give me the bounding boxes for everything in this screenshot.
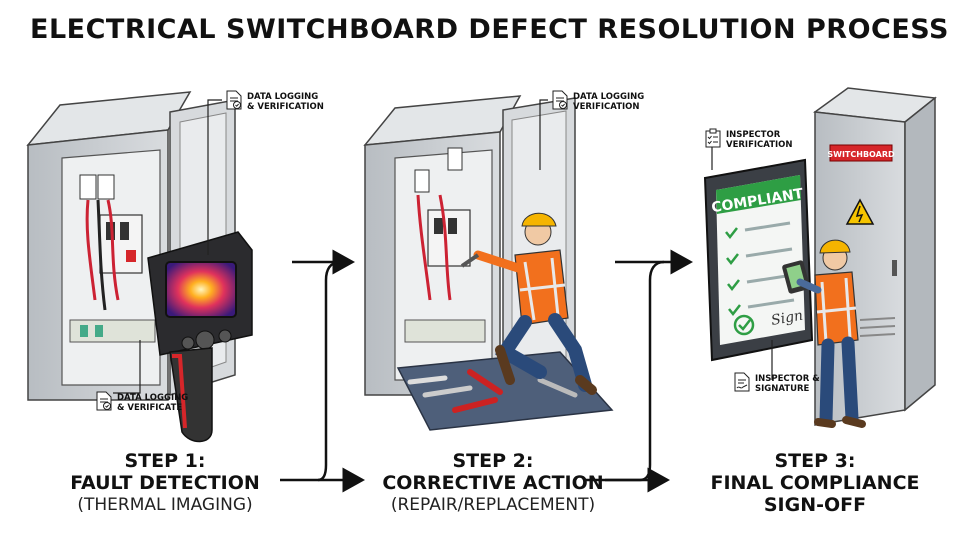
step3-name-line2: SIGN-OFF xyxy=(763,494,867,516)
callout-line: DATA LOGGING xyxy=(117,393,189,403)
compliance-tablet: COMPLIANT Sign xyxy=(703,158,814,362)
step2-subtitle: (REPAIR/REPLACEMENT) xyxy=(390,495,596,515)
callout-line: INSPECTOR & xyxy=(755,374,820,384)
step2-number: STEP 2: xyxy=(452,450,534,472)
thermal-camera xyxy=(147,231,253,443)
switchboard-cabinet-step2 xyxy=(363,95,576,396)
callout-data-logging-step1-bottom: DATA LOGGING& VERIFICATE xyxy=(96,391,188,413)
warning-triangle-icon xyxy=(845,198,875,225)
callout-line: VERIFICATION xyxy=(726,140,793,150)
switchboard-cabinet-step3: SWITCHBOARD xyxy=(812,87,937,426)
step2-caption: STEP 2: CORRECTIVE ACTION (REPAIR/REPLAC… xyxy=(358,450,628,516)
document-check-icon xyxy=(96,391,112,411)
document-check-icon xyxy=(226,90,242,110)
clipboard-check-icon xyxy=(705,128,721,148)
callout-inspector-signature: INSPECTOR &SIGNATURE xyxy=(734,372,820,394)
inspector-standing xyxy=(782,239,866,428)
document-check-icon xyxy=(552,90,568,110)
callout-line: & VERIFICATION xyxy=(247,102,324,112)
callout-line: & VERIFICATE xyxy=(117,403,183,413)
step3-caption: STEP 3: FINAL COMPLIANCE SIGN-OFF xyxy=(690,450,940,516)
step1-name: FAULT DETECTION xyxy=(70,472,260,494)
tool-mat xyxy=(396,351,614,431)
document-sign-icon xyxy=(734,372,750,392)
flow-arrows xyxy=(280,249,693,493)
callout-line: SIGNATURE xyxy=(755,384,810,394)
callout-line: INSPECTOR xyxy=(726,130,781,140)
step3-number: STEP 3: xyxy=(774,450,856,472)
arrow-right-icon xyxy=(605,260,665,482)
cabinet-sign: SWITCHBOARD xyxy=(827,150,895,159)
callout-data-logging-step1-top: DATA LOGGING& VERIFICATION xyxy=(226,90,324,112)
step1-number: STEP 1: xyxy=(124,450,206,472)
technician-kneeling xyxy=(460,212,597,395)
page-title: ELECTRICAL SWITCHBOARD DEFECT RESOLUTION… xyxy=(30,14,949,45)
step2-name: CORRECTIVE ACTION xyxy=(382,472,604,494)
callout-line: DATA LOGGING xyxy=(573,92,645,102)
arrow-right-icon xyxy=(280,260,341,482)
callout-leaders xyxy=(113,99,773,394)
callout-line: VERIFICATION xyxy=(573,102,640,112)
signature-text: Sign xyxy=(770,308,804,329)
callout-line: DATA LOGGING xyxy=(247,92,319,102)
step1-caption: STEP 1: FAULT DETECTION (THERMAL IMAGING… xyxy=(40,450,290,516)
step1-subtitle: (THERMAL IMAGING) xyxy=(77,495,253,515)
step3-name-line1: FINAL COMPLIANCE xyxy=(710,472,920,494)
